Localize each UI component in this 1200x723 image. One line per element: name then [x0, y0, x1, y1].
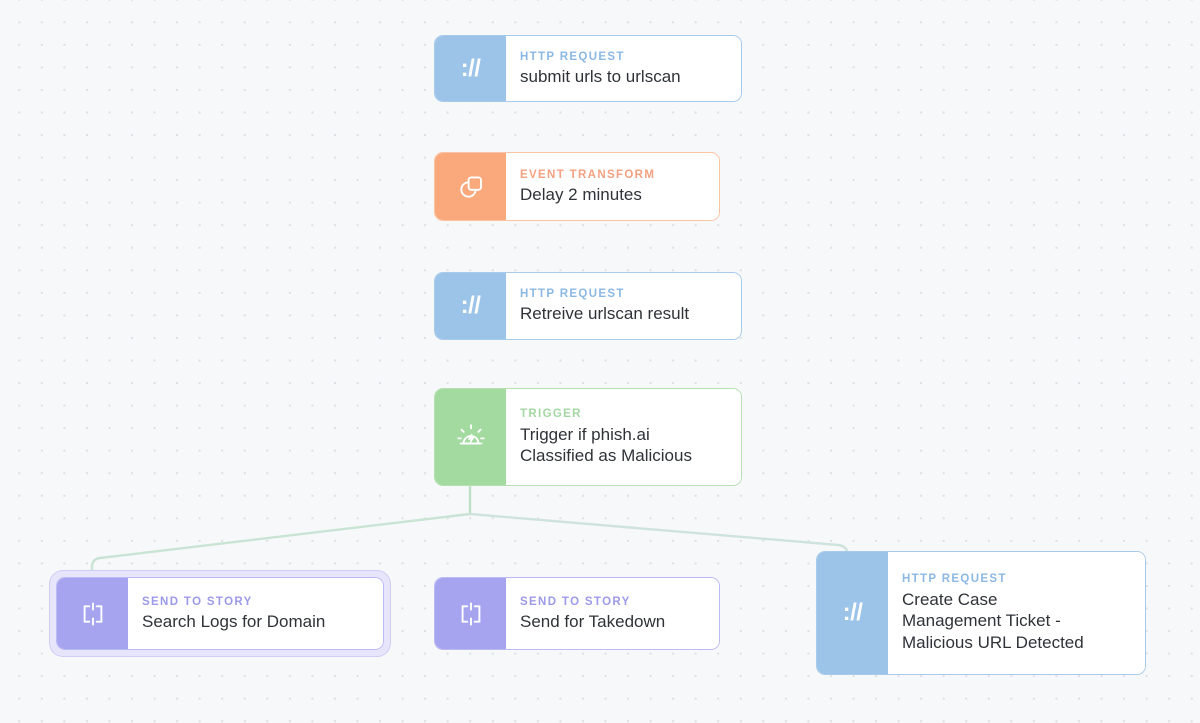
node-title: submit urls to urlscan	[520, 66, 681, 86]
node-title: Delay 2 minutes	[520, 184, 642, 204]
shapes-overlap-icon	[435, 153, 506, 220]
edge-trigger-to-search-logs	[90, 512, 472, 579]
node-title: Search Logs for Domain	[142, 611, 326, 631]
http-glyph-text: ://	[460, 292, 481, 319]
node-title: Create Case Management Ticket - Maliciou…	[902, 589, 1084, 652]
node-kind-label: HTTP REQUEST	[520, 288, 625, 301]
node-body: EVENT TRANSFORM Delay 2 minutes	[506, 153, 719, 220]
node-send-takedown[interactable]: SEND TO STORY Send for Takedown	[434, 577, 720, 650]
node-kind-label: HTTP REQUEST	[902, 573, 1007, 586]
http-protocol-icon: ://	[435, 36, 506, 101]
node-body: HTTP REQUEST Create Case Management Tick…	[888, 552, 1145, 674]
node-create-case[interactable]: :// HTTP REQUEST Create Case Management …	[816, 551, 1146, 675]
node-kind-label: SEND TO STORY	[520, 595, 631, 608]
node-body: SEND TO STORY Search Logs for Domain	[128, 578, 383, 649]
node-body: HTTP REQUEST submit urls to urlscan	[506, 36, 741, 101]
node-trigger-phish[interactable]: TRIGGER Trigger if phish.ai Classified a…	[434, 388, 742, 486]
send-to-story-icon	[57, 578, 128, 649]
node-kind-label: EVENT TRANSFORM	[520, 168, 656, 181]
node-search-logs[interactable]: SEND TO STORY Search Logs for Domain	[56, 577, 384, 650]
node-kind-label: SEND TO STORY	[142, 595, 253, 608]
siren-alert-icon	[435, 389, 506, 485]
node-title: Trigger if phish.ai Classified as Malici…	[520, 424, 692, 466]
node-body: TRIGGER Trigger if phish.ai Classified a…	[506, 389, 741, 485]
http-glyph-text: ://	[460, 54, 481, 82]
send-to-story-icon	[435, 578, 506, 649]
node-body: HTTP REQUEST Retreive urlscan result	[506, 273, 741, 339]
node-title: Send for Takedown	[520, 611, 666, 631]
edge-trigger-to-create-case	[468, 512, 850, 560]
node-body: SEND TO STORY Send for Takedown	[506, 578, 719, 649]
node-kind-label: HTTP REQUEST	[520, 50, 625, 63]
node-submit-urls[interactable]: :// HTTP REQUEST submit urls to urlscan	[434, 35, 742, 102]
node-kind-label: TRIGGER	[520, 408, 582, 421]
node-retrieve-result[interactable]: :// HTTP REQUEST Retreive urlscan result	[434, 272, 742, 340]
http-glyph-text: ://	[842, 599, 863, 626]
node-title: Retreive urlscan result	[520, 304, 690, 324]
http-protocol-icon: ://	[435, 273, 506, 339]
http-protocol-icon: ://	[817, 552, 888, 674]
node-delay[interactable]: EVENT TRANSFORM Delay 2 minutes	[434, 152, 720, 221]
